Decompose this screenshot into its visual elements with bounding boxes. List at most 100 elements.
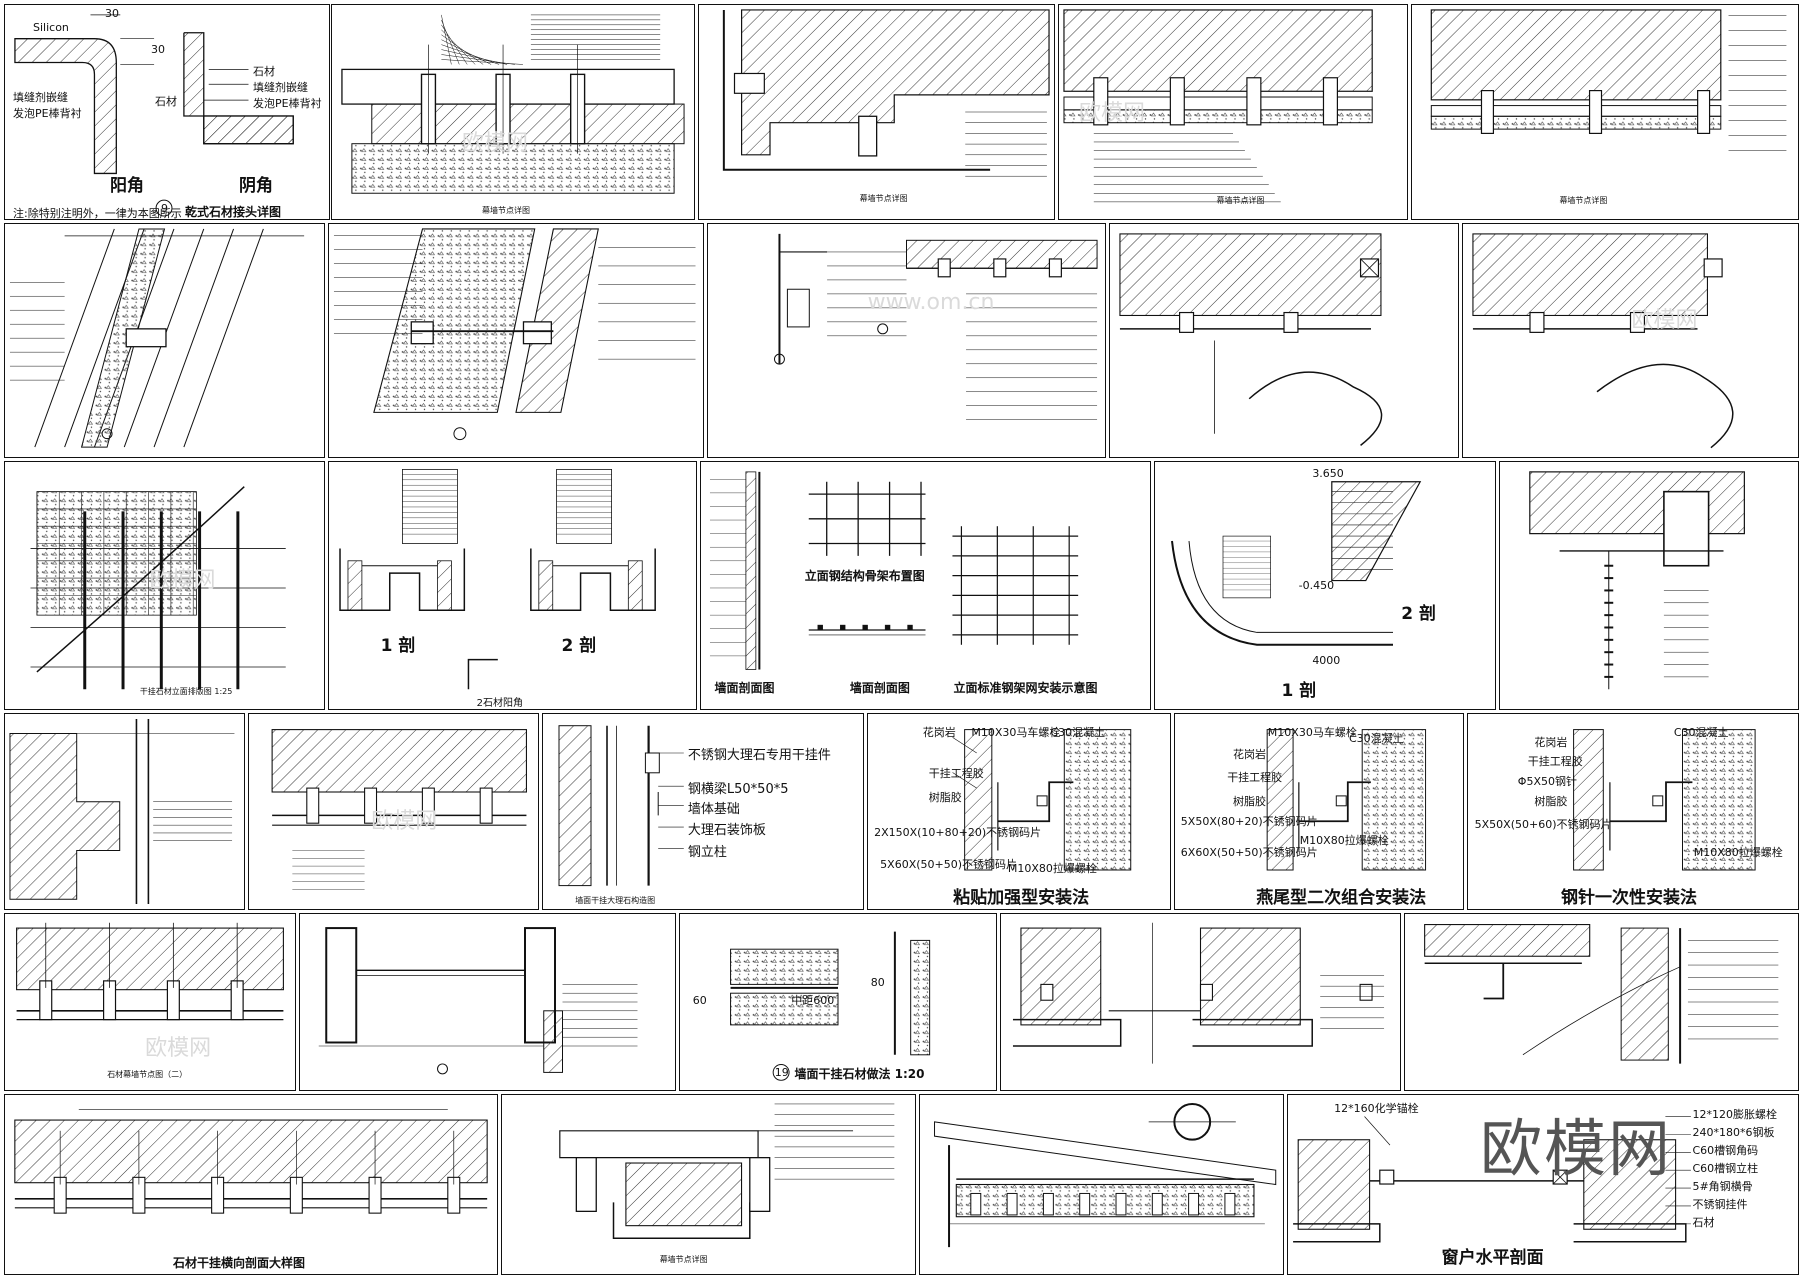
level-bottom: -0.450 xyxy=(1298,579,1335,593)
dim-30-top: 30 xyxy=(105,7,119,20)
spec-label: 5#角钢横骨 xyxy=(1692,1180,1753,1194)
legend-item: 钢立柱 xyxy=(687,844,727,860)
granite-label: 花岗岩 xyxy=(1233,747,1266,761)
steel-frame-title: 立面钢结构骨架布置图 xyxy=(804,568,925,583)
elevation-title: 干挂石材立面排版图 1:25 xyxy=(139,687,233,697)
spec-label: C60槽钢角码 xyxy=(1692,1144,1759,1158)
p26-drawing xyxy=(1424,924,1779,1064)
p29-panel xyxy=(919,1094,1284,1275)
p18-drawing xyxy=(558,725,684,887)
general-note: 注:除特别注明外，一律为本图所示 xyxy=(13,207,182,220)
p7-panel xyxy=(328,223,704,458)
section-1-label: 1 剖 xyxy=(1281,681,1317,702)
legend-item: 不锈钢大理石专用干挂件 xyxy=(687,748,831,764)
concrete-label: C30混凝土 xyxy=(1349,731,1404,745)
p17-drawing xyxy=(9,718,235,905)
detail-number: 9 xyxy=(161,202,168,215)
spec-label: 240*180*6钢板 xyxy=(1692,1125,1775,1139)
p6-drawing xyxy=(9,228,305,448)
spec-label: 12*120膨胀螺栓 xyxy=(1692,1107,1777,1121)
p2-drawing xyxy=(341,14,685,194)
section-2-label: 2 剖 xyxy=(1401,603,1436,624)
spec-label: C60槽钢立柱 xyxy=(1692,1162,1759,1176)
p19-drawing xyxy=(952,729,1132,871)
p9-drawing xyxy=(1119,233,1383,446)
section-1-label: 1 剖 xyxy=(380,636,416,657)
p5-drawing xyxy=(1430,9,1787,151)
detail-title: 石材幕墙节点图（二） xyxy=(107,1069,188,1079)
dim-60: 60 xyxy=(692,994,707,1008)
p17b-drawing xyxy=(271,729,527,890)
legend-item: 大理石装饰板 xyxy=(687,823,766,839)
p7-drawing xyxy=(333,228,696,441)
carriage-bolt-label: M10X30马车螺栓 xyxy=(971,725,1061,739)
p30-drawing xyxy=(1293,1116,1691,1243)
steel-pin-label: Φ5X50钢针 xyxy=(1517,775,1577,789)
steel-grid-title: 立面标准钢架网安装示意图 xyxy=(953,680,1098,695)
wall-section-left-title: 墙面剖面图 xyxy=(714,680,775,695)
detail-number: 19 xyxy=(774,1066,789,1080)
plate-label: 5X50X(50+60)不锈钢码片 xyxy=(1474,818,1612,832)
p28-drawing xyxy=(559,1103,895,1239)
adhesive-label: 干挂工程胶 xyxy=(1227,771,1283,785)
spacing-label: 中距600 xyxy=(791,994,835,1008)
detail-title: 幕墙节点详图 xyxy=(1559,196,1608,206)
p28-panel: 幕墙节点详图 xyxy=(501,1094,916,1275)
p15-drawing xyxy=(1171,481,1422,646)
width-dim: 4000 xyxy=(1312,653,1341,667)
method-title: 燕尾型二次组合安装法 xyxy=(1256,888,1427,909)
anchor-bolt-label: M10X80拉爆螺栓 xyxy=(1007,861,1097,875)
level-top: 3.650 xyxy=(1312,466,1344,480)
adhesive-label: 干挂工程胶 xyxy=(1527,755,1583,769)
p4-panel: 幕墙节点详图欧模网 xyxy=(1058,4,1408,220)
p26-panel xyxy=(1404,913,1799,1091)
p24-drawing xyxy=(730,931,931,1081)
p22-drawing xyxy=(16,922,284,1021)
granite-label: 花岗岩 xyxy=(1534,735,1568,749)
p2-panel: 幕墙节点详图欧模网 xyxy=(331,4,695,220)
p22-panel: 石材幕墙节点图（二）欧模网 xyxy=(4,913,296,1091)
detail-title: 墙面干挂石材做法 1:20 xyxy=(794,1067,925,1082)
wall-section-mid-title: 墙面剖面图 xyxy=(849,680,910,695)
p17-panel xyxy=(4,713,245,910)
p27-drawing xyxy=(14,1109,488,1214)
dim-80: 80 xyxy=(870,976,885,990)
p25-drawing xyxy=(1012,922,1385,1064)
section-2-label: 2 剖 xyxy=(561,636,597,657)
p30-panel: 12*160化学锚栓 12*120膨胀螺栓 240*180*6钢板 C60槽钢角码 C6… xyxy=(1287,1094,1799,1275)
detail-title: 幕墙节点详图 xyxy=(1216,196,1265,206)
p6-panel xyxy=(4,223,325,458)
p13-panel: 1 剖 2 剖 2石材阳角 xyxy=(328,461,697,710)
p10-panel: 欧模网 xyxy=(1462,223,1799,458)
p1-drawing xyxy=(14,14,294,217)
adhesive-label: 干挂工程胶 xyxy=(928,767,984,781)
p11-drawing xyxy=(30,486,286,690)
detail-title: 幕墙节点详图 xyxy=(859,193,908,203)
anchor-bolt-label: M10X80拉爆螺栓 xyxy=(1299,834,1389,848)
chemical-anchor-label: 12*160化学锚栓 xyxy=(1334,1102,1419,1116)
plate-1-label: 2X150X(10+80+20)不锈钢码片 xyxy=(874,826,1042,840)
concrete-label: C30混凝土 xyxy=(1673,725,1729,739)
detail-title: 幕墙节点详图 xyxy=(482,206,530,215)
stone-label: 石材 xyxy=(155,95,177,108)
p29-drawing xyxy=(934,1103,1277,1248)
concrete-label: C30混凝土 xyxy=(1050,725,1106,739)
yang-corner-label: 阳角 xyxy=(110,176,144,196)
legend-item: 墙体基础 xyxy=(687,801,740,817)
resin-label: 树脂胶 xyxy=(1233,794,1266,808)
p27-panel: 石材干挂横向剖面大样图 xyxy=(4,1094,498,1275)
p4-drawing xyxy=(1063,9,1373,203)
p3-drawing xyxy=(722,9,1050,177)
p24-panel: 60 80 中距600 19 墙面干挂石材做法 1:20 xyxy=(679,913,997,1091)
p14-drawing xyxy=(709,471,1079,670)
p23-panel xyxy=(299,913,676,1091)
method-title: 粘贴加强型安装法 xyxy=(953,888,1090,909)
p23-drawing xyxy=(318,927,638,1075)
method-title: 钢针一次性安装法 xyxy=(1560,888,1697,909)
spec-label: 石材 xyxy=(1692,1216,1715,1230)
plate-2-label: 6X60X(50+50)不锈钢码片 xyxy=(1180,846,1318,860)
stone-corner-label: 2石材阳角 xyxy=(476,697,523,709)
